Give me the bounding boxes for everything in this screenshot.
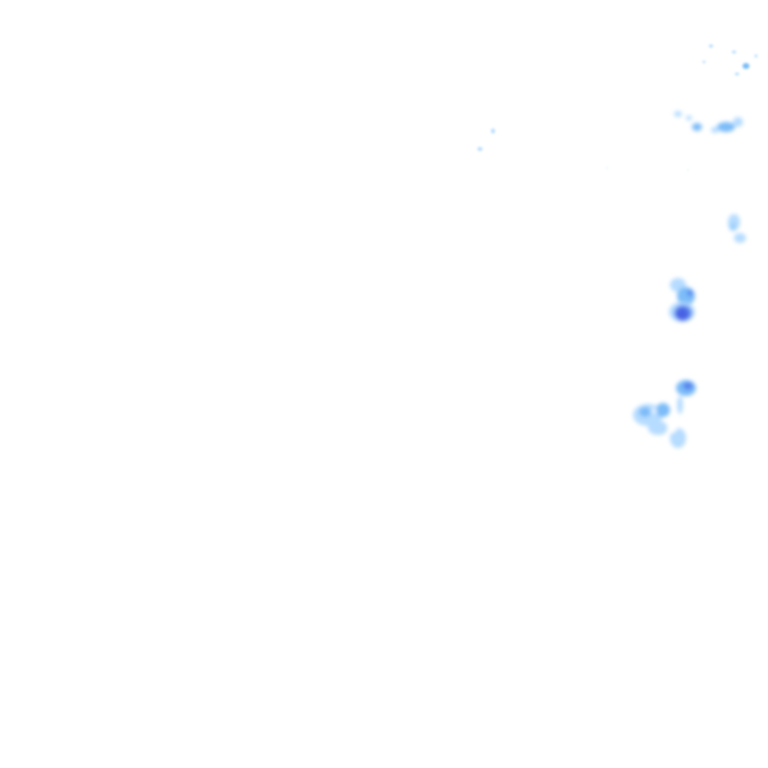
echo-cluster-northeast-band [674,111,743,133]
echo-cluster-northeast-top [702,44,758,76]
echo-cluster-southeast [633,380,696,448]
echo-cell-east-core [669,278,695,322]
echo-speck-north-center [477,128,689,171]
echo-cell-east-small [728,214,746,243]
